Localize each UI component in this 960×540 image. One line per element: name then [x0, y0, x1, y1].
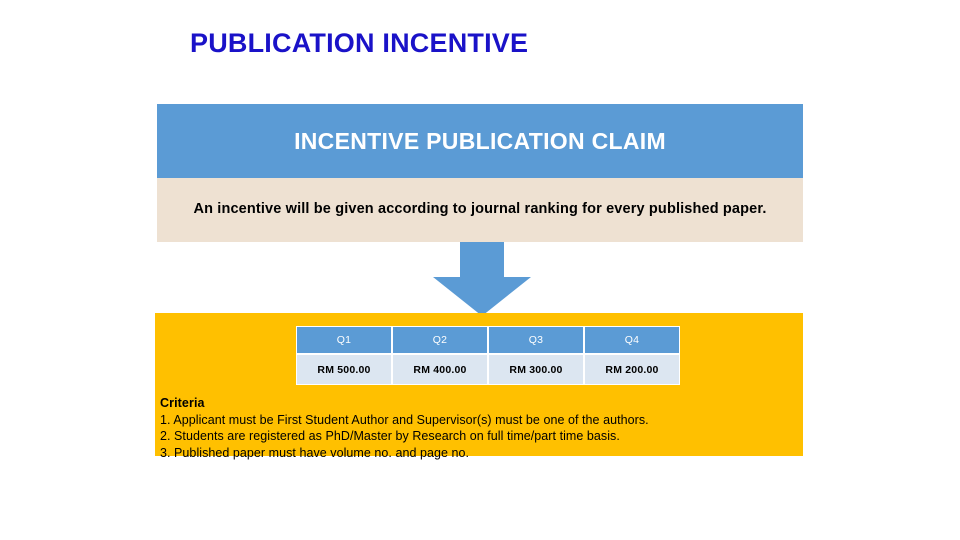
banner: INCENTIVE PUBLICATION CLAIM [157, 104, 803, 178]
banner-heading: INCENTIVE PUBLICATION CLAIM [294, 127, 666, 154]
table-cell-q1-amount: RM 500.00 [296, 354, 392, 385]
criteria-item-2: 2. Students are registered as PhD/Master… [160, 429, 620, 444]
description-text: An incentive will be given according to … [193, 201, 767, 218]
table-header-q1: Q1 [296, 326, 392, 354]
table-cell-q4-amount: RM 200.00 [584, 354, 680, 385]
table-row: RM 500.00 RM 400.00 RM 300.00 RM 200.00 [296, 354, 680, 385]
page-title: PUBLICATION INCENTIVE [190, 28, 529, 58]
description-band: An incentive will be given according to … [157, 178, 803, 242]
criteria-heading: Criteria [160, 396, 205, 410]
criteria-item-3: 3. Published paper must have volume no. … [160, 445, 470, 460]
table-header-row: Q1 Q2 Q3 Q4 [296, 326, 680, 354]
down-arrow-icon [433, 242, 531, 316]
table-header-q3: Q3 [488, 326, 584, 354]
criteria-block: Criteria 1. Applicant must be First Stud… [160, 396, 780, 461]
incentive-table: Q1 Q2 Q3 Q4 RM 500.00 RM 400.00 RM 300.0… [296, 326, 680, 385]
table-cell-q2-amount: RM 400.00 [392, 354, 488, 385]
table-header-q2: Q2 [392, 326, 488, 354]
criteria-item-1: 1. Applicant must be First Student Autho… [160, 412, 649, 427]
criteria-list: 1. Applicant must be First Student Autho… [160, 412, 780, 462]
table-header-q4: Q4 [584, 326, 680, 354]
table-cell-q3-amount: RM 300.00 [488, 354, 584, 385]
